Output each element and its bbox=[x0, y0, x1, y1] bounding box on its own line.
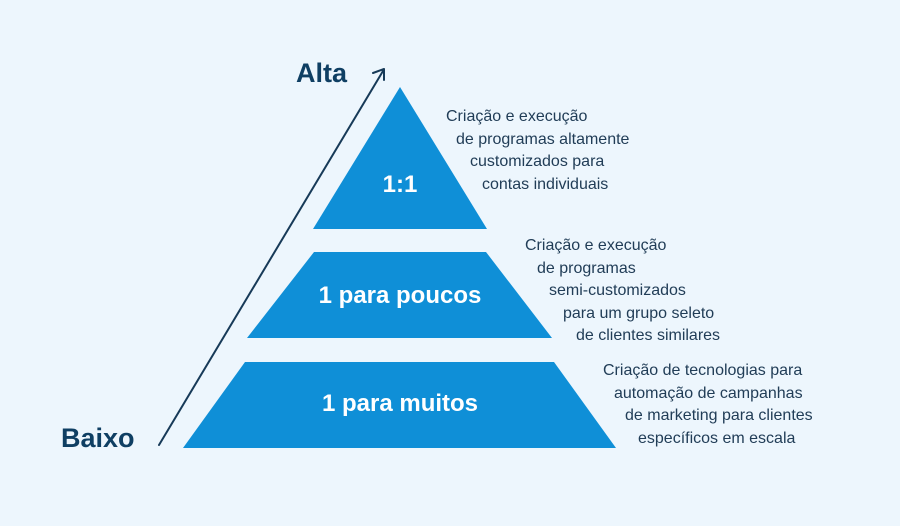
tier-middle-label: 1 para poucos bbox=[318, 282, 482, 309]
description-line: de clientes similares bbox=[576, 327, 721, 344]
scale-arrow-line bbox=[158, 70, 384, 446]
description-line: automação de campanhas bbox=[614, 384, 803, 402]
description-line: específicos em escala bbox=[638, 429, 796, 447]
description-line: de programas altamente bbox=[456, 130, 630, 148]
description-line: para um grupo seleto bbox=[563, 304, 715, 322]
pyramid-tier-middle bbox=[247, 252, 552, 338]
description-line: Criação e execução bbox=[446, 108, 588, 125]
description-line: contas individuais bbox=[482, 175, 609, 193]
description-line: customizados para bbox=[470, 153, 605, 170]
tier-bottom-label: 1 para muitos bbox=[321, 390, 479, 417]
description-line: de marketing para clientes bbox=[625, 407, 813, 424]
description-line: semi-customizados bbox=[549, 282, 686, 299]
description-line: Criação e execução bbox=[525, 237, 667, 254]
axis-low-label: Baixo bbox=[61, 423, 135, 453]
tier-middle-description: Criação e execução de programas semi-cus… bbox=[525, 235, 720, 348]
description-line: Criação de tecnologias para bbox=[603, 362, 803, 379]
description-line: de programas bbox=[537, 259, 636, 277]
tier-top-label: 1:1 bbox=[382, 171, 418, 198]
tier-bottom-description: Criação de tecnologias para automação de… bbox=[603, 360, 813, 450]
pyramid-tier-top bbox=[313, 87, 487, 229]
pyramid-tier-bottom bbox=[183, 362, 616, 448]
scale-arrow-head-icon bbox=[372, 68, 385, 81]
axis-high-label: Alta bbox=[296, 58, 348, 88]
tier-top-description: Criação e execução de programas altament… bbox=[446, 106, 629, 196]
